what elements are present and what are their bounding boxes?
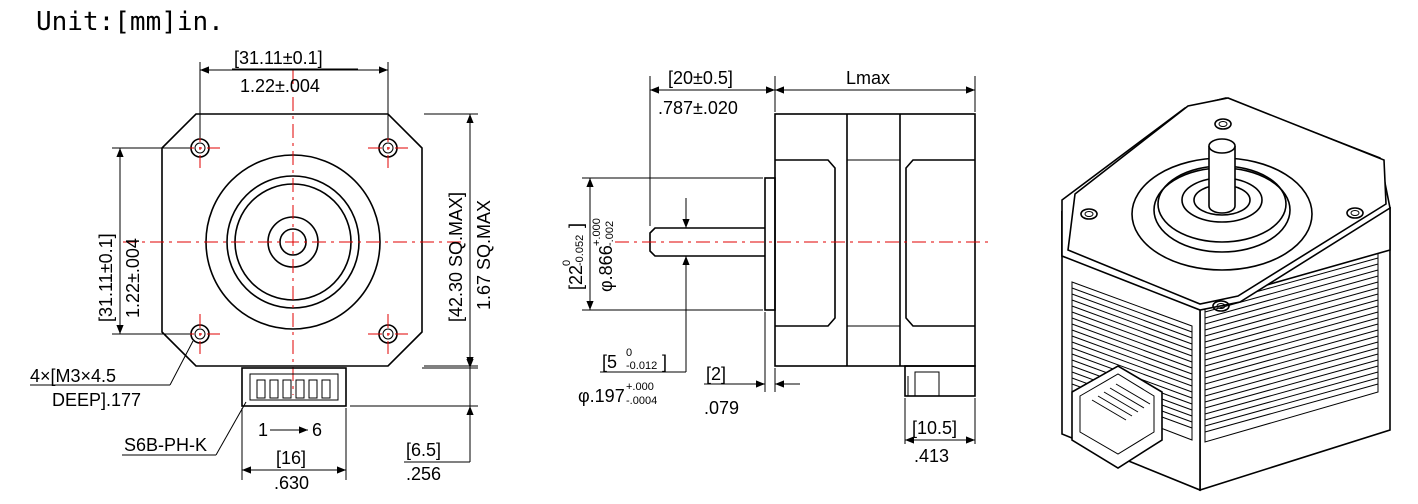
conn-height-mm: [10.5] [912, 418, 957, 438]
svg-text:-.0004: -.0004 [626, 395, 657, 407]
svg-text:0: 0 [626, 347, 632, 359]
connector-name: S6B-PH-K [124, 435, 207, 455]
iso-mounting-holes [1080, 118, 1364, 312]
svg-text:-.002: -.002 [604, 221, 616, 246]
side-boss [764, 177, 776, 311]
hole-pitch-side-in: 1.22±.004 [123, 238, 143, 318]
iso-shaft [1208, 146, 1236, 214]
shaft-length-mm: [20±0.5] [668, 68, 733, 88]
hole-pitch-top-mm: [31.11±0.1] [234, 48, 323, 68]
shaft-diameter-in: φ.197 +.000 -.0004 [578, 381, 657, 407]
svg-text:]: ] [566, 223, 586, 228]
conn-height-in: .413 [914, 446, 949, 466]
pin-end: 6 [312, 420, 322, 440]
unit-title: Unit:[mm]in. [36, 7, 224, 37]
svg-text:φ.866: φ.866 [596, 245, 616, 292]
svg-text:-0.012: -0.012 [626, 360, 657, 372]
connector-width-in: .630 [274, 473, 309, 493]
holes-callout-line1: 4×[M3×4.5 [30, 366, 116, 386]
hole-pitch-top-in: 1.22±.004 [240, 76, 320, 96]
length-label: Lmax [846, 68, 890, 88]
svg-text:[22: [22 [566, 265, 586, 290]
boss-diameter-in: φ.866 +.000 -.002 [591, 218, 616, 292]
boss-height-mm: [2] [706, 364, 726, 384]
svg-text:[5: [5 [602, 352, 617, 372]
side-connector [904, 365, 976, 397]
connector-offset-mm: [6.5] [406, 440, 441, 460]
side-body [774, 113, 976, 367]
shaft-length-in: .787±.020 [658, 98, 738, 118]
boss-height-in: .079 [704, 398, 739, 418]
body-size-in: 1.67 SQ.MAX [474, 200, 494, 310]
pin-start: 1 [258, 420, 268, 440]
connector [241, 367, 347, 407]
svg-text:+.000: +.000 [591, 218, 603, 246]
holes-callout-line2: DEEP].177 [52, 390, 141, 410]
body-size-mm: [42.30 SQ.MAX] [446, 192, 466, 322]
connector-width-mm: [16] [276, 448, 306, 468]
isometric-view [1061, 97, 1391, 492]
svg-text:0: 0 [561, 260, 573, 266]
svg-text:]: ] [662, 352, 667, 372]
front-view: [31.11±0.1] 1.22±.004 [31.11±0.1] 1.22±.… [30, 48, 494, 493]
shaft-diameter-mm: [5 0 -0.012 ] [602, 347, 667, 372]
boss-diameter-mm: [22 0 -0.052 ] [561, 223, 586, 290]
mounting-holes [190, 138, 398, 344]
iso-connector [1071, 365, 1163, 469]
svg-text:-0.052: -0.052 [574, 235, 586, 266]
svg-text:+.000: +.000 [626, 381, 654, 393]
side-view: [20±0.5] .787±.020 Lmax [22 0 -0.052 ] φ… [561, 68, 990, 466]
front-body-outline [161, 113, 423, 367]
connector-offset-in: .256 [406, 464, 441, 484]
svg-text:φ.197: φ.197 [578, 386, 625, 406]
hole-pitch-side-mm: [31.11±0.1] [96, 233, 116, 322]
